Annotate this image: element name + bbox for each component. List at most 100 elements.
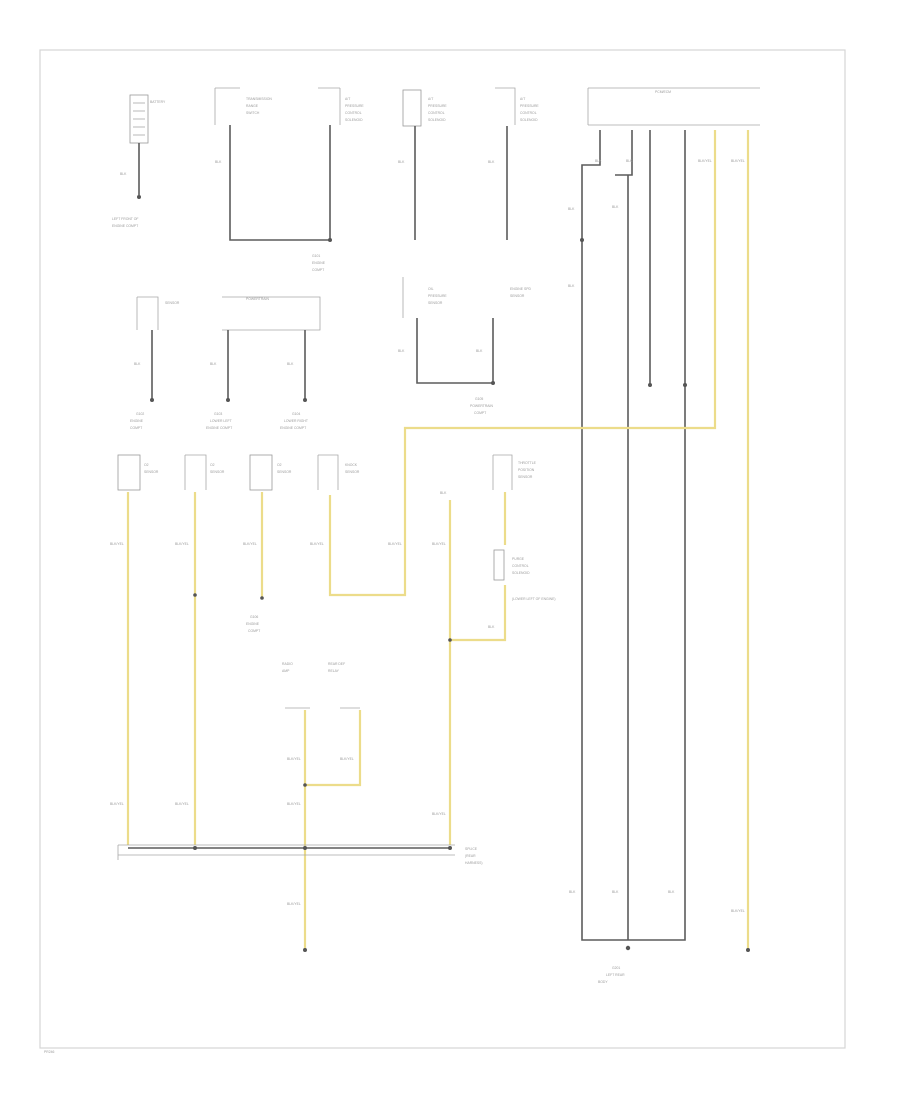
g106-label-3: COMPT: [248, 629, 260, 633]
g101-label-2: ENGINE: [312, 261, 326, 265]
ecm-wire-3: BLK/YEL: [698, 159, 712, 163]
ecm-wire-1: BLK: [595, 159, 602, 163]
ecm-wire-5: BLK: [568, 207, 575, 211]
radio-wire: BLK/YEL: [287, 757, 301, 761]
radio-wire-3: BLK/YEL: [287, 902, 301, 906]
o2-sensor-2: O2 SENSOR BLK/YEL: [175, 454, 225, 845]
tr1-label-3: CONTROL: [345, 111, 362, 115]
ess-label-1: ENGINE SPD: [510, 287, 531, 291]
o2-2-label-1: O2: [210, 463, 215, 467]
battery-ground-label-2: ENGINE COMPT: [112, 224, 138, 228]
purge-wire: BLK: [488, 625, 495, 629]
ecm-wire-8: BLK: [569, 890, 576, 894]
splice-label-3: HARNESS): [465, 861, 483, 865]
o2-1-wire: BLK/YEL: [110, 542, 124, 546]
o2-sensor-3: O2 SENSOR BLK/YEL G106 ENGINE COMPT: [243, 454, 292, 633]
battery-label: BATTERY: [150, 100, 166, 104]
ops-label-1: OIL: [428, 287, 434, 291]
battery-component: BATTERY BLK LEFT FRONT OF ENGINE COMPT: [112, 94, 166, 228]
tr2-label-2: PRESSURE: [428, 104, 447, 108]
tr1-label-2: PRESSURE: [345, 104, 364, 108]
sensor-left-wire: BLK: [134, 362, 141, 366]
o2-3-label-2: SENSOR: [277, 470, 292, 474]
g103-label-2: LOWER LEFT: [210, 419, 232, 423]
rear-def-wire: BLK/YEL: [340, 757, 354, 761]
bus-wire-3: BLK/YEL: [432, 812, 446, 816]
radio-label-1: RADIO: [282, 662, 293, 666]
tr3-label-2: PRESSURE: [520, 104, 539, 108]
tps-label-3: SENSOR: [518, 475, 533, 479]
purge-label-1: PURGE: [512, 557, 525, 561]
ecm-wire-9: BLK: [612, 890, 619, 894]
tps-side-label: BLK: [440, 491, 447, 495]
tr3-label-3: CONTROL: [520, 111, 537, 115]
o2-2-label-2: SENSOR: [210, 470, 225, 474]
tr2-label-3: CONTROL: [428, 111, 445, 115]
g201-label-2: LEFT REAR: [606, 973, 625, 977]
o2-3-label-1: O2: [277, 463, 282, 467]
trs-label-3: SWITCH: [246, 111, 260, 115]
g103-label-3: ENGINE COMPT: [206, 426, 232, 430]
tr3-label-1: A/T: [520, 97, 525, 101]
pt-wire-2: BLK: [287, 362, 294, 366]
transmission-relay-3: A/T PRESSURE CONTROL SOLENOID BLK: [488, 87, 539, 240]
g104-label-1: G104: [292, 412, 300, 416]
tr3-label-4: SOLENOID: [520, 118, 538, 122]
ess-label-2: SENSOR: [510, 294, 525, 298]
sensor-left: SENSOR BLK G102 ENGINE COMPT: [130, 296, 180, 430]
tr2-wire-color: BLK: [398, 160, 405, 164]
g201-label-1: G201: [612, 966, 620, 970]
oil-pressure-sensor: OIL PRESSURE SENSOR ENGINE SPD SENSOR BL…: [398, 277, 531, 415]
ecm-wire-7: BLK: [568, 284, 575, 288]
knock-wire: BLK/YEL: [310, 542, 324, 546]
bus-wire-1: BLK/YEL: [110, 802, 124, 806]
transmission-range-switch: TRANSMISSION RANGE SWITCH BLK A/T PRESSU…: [214, 87, 364, 272]
radio-wire-2: BLK/YEL: [287, 802, 301, 806]
ecm-wire-4: BLK/YEL: [731, 159, 745, 163]
bus-wire-2: BLK/YEL: [175, 802, 189, 806]
ecm-wire-2: BLK: [626, 159, 633, 163]
ess-wire: BLK: [476, 349, 483, 353]
purge-label-3: SOLENOID: [512, 571, 530, 575]
splice-label-1: SPLICE: [465, 847, 478, 851]
g101-label-3: COMPT: [312, 268, 324, 272]
o2-3-wire: BLK/YEL: [243, 542, 257, 546]
powertrain-label: POWERTRAIN: [246, 297, 269, 301]
g106-label-1: G106: [250, 615, 258, 619]
ops-wire: BLK: [398, 349, 405, 353]
g104-label-2: LOWER RIGHT: [284, 419, 308, 423]
splice-bus: BLK/YEL BLK/YEL BLK/YEL SPLICE (REAR HAR…: [110, 802, 483, 865]
g103-label-1: G103: [214, 412, 222, 416]
trs-label-2: RANGE: [246, 104, 259, 108]
g102-label-3: COMPT: [130, 426, 142, 430]
ops-label-3: SENSOR: [428, 301, 443, 305]
battery-wire-color: BLK: [120, 172, 127, 176]
knock-label-2: SENSOR: [345, 470, 360, 474]
battery-ground-label-1: LEFT FRONT OF: [112, 217, 138, 221]
tr1-label-1: A/T: [345, 97, 350, 101]
splice-label-2: (REAR: [465, 854, 476, 858]
knock-sensor: KNOCK SENSOR BLK/YEL BLK/YEL: [310, 454, 402, 546]
trs-label-1: TRANSMISSION: [246, 97, 272, 101]
tr2-label-4: SOLENOID: [428, 118, 446, 122]
tps-label-1: THROTTLE: [518, 461, 537, 465]
powertrain-box: POWERTRAIN BLK BLK G103 LOWER LEFT ENGIN…: [206, 296, 321, 430]
transmission-relay-2: A/T PRESSURE CONTROL SOLENOID BLK: [398, 89, 447, 240]
g102-label-2: ENGINE: [130, 419, 144, 423]
ecm-label: PCM/ECM: [655, 90, 671, 94]
sensor-left-label: SENSOR: [165, 301, 180, 305]
ops-label-2: PRESSURE: [428, 294, 447, 298]
g101-label-1: G101: [312, 254, 320, 258]
trs-wire-color: BLK: [215, 160, 222, 164]
tr2-label-1: A/T: [428, 97, 433, 101]
purge-label-2: CONTROL: [512, 564, 529, 568]
g201-label-3: BODY: [598, 980, 608, 984]
tps-label-2: POSITION: [518, 468, 535, 472]
purge-label-4: (LOWER LEFT OF ENGINE): [512, 597, 555, 601]
ecm-wire-11: BLK/YEL: [731, 909, 745, 913]
o2-1-label-2: SENSOR: [144, 470, 159, 474]
rear-defogger: REAR DEF RELAY BLK/YEL: [303, 662, 362, 787]
g105-label-1: G105: [475, 397, 483, 401]
o2-1-label-1: O2: [144, 463, 149, 467]
tr3-wire-color: BLK: [488, 160, 495, 164]
